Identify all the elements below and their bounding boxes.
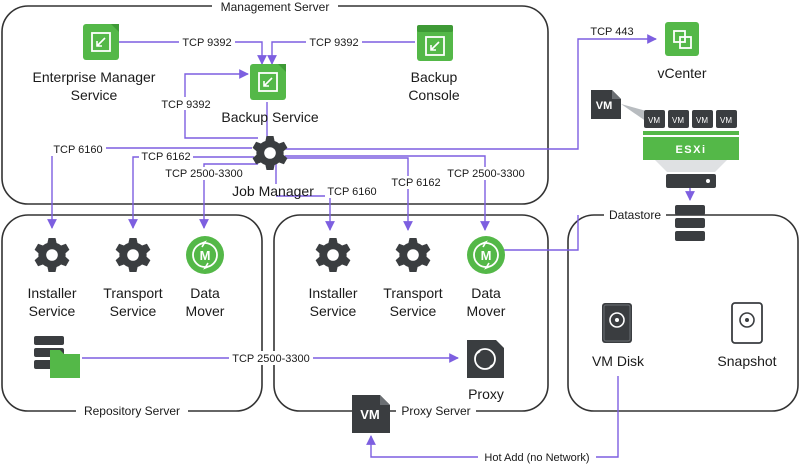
repo-transport-gear-icon bbox=[115, 238, 151, 272]
snapshot-icon bbox=[731, 302, 763, 344]
repo-to-proxy-label: TCP 2500-3300 bbox=[232, 353, 309, 365]
repository-server-title: Repository Server bbox=[84, 404, 180, 418]
repo-mover-port-label: TCP 2500-3300 bbox=[165, 168, 242, 180]
vm-disk-icon bbox=[602, 303, 632, 343]
vcenter-label: vCenter bbox=[657, 65, 706, 81]
enterprise-manager-icon bbox=[82, 23, 120, 61]
proxy-data-mover-icon bbox=[466, 235, 506, 275]
esxi-block bbox=[643, 137, 739, 160]
backup-service-label: Backup Service bbox=[221, 109, 318, 125]
svg-text:VM: VM bbox=[596, 100, 613, 112]
esxi-stripe bbox=[643, 131, 739, 135]
job-manager-gear-icon bbox=[252, 136, 288, 170]
proxy-mover-port-label: TCP 2500-3300 bbox=[447, 168, 524, 180]
proxy-label: Proxy bbox=[468, 386, 504, 402]
proxy-vm-icon: VM bbox=[352, 395, 390, 433]
management-server-title: Management Server bbox=[221, 0, 330, 14]
repo-data-mover-icon bbox=[185, 235, 225, 275]
svg-text:VM: VM bbox=[672, 116, 684, 125]
vm-cluster: VM VM VM VM bbox=[644, 110, 737, 128]
proxy-installer-gear-icon bbox=[315, 238, 351, 272]
svg-text:VM: VM bbox=[360, 407, 380, 422]
repo-data-mover-label-2: Mover bbox=[186, 303, 225, 319]
backup-console-icon bbox=[417, 25, 453, 61]
enterprise-manager-label-2: Service bbox=[71, 87, 118, 103]
esxi-server-rack bbox=[666, 174, 716, 188]
proxy-transport-label-2: Service bbox=[390, 303, 437, 319]
datastore-storage-icon bbox=[675, 205, 705, 241]
em-to-backup-line bbox=[119, 41, 267, 65]
esxi-base bbox=[655, 160, 727, 172]
datastore-title: Datastore bbox=[609, 208, 661, 222]
svg-text:VM: VM bbox=[648, 116, 660, 125]
proxy-transport-gear-icon bbox=[395, 238, 431, 272]
vm-expand-wedge bbox=[621, 104, 650, 124]
svg-text:VM: VM bbox=[720, 116, 732, 125]
vm-icon: VM bbox=[591, 90, 621, 119]
proxy-data-mover-label-2: Mover bbox=[467, 303, 506, 319]
backup-console-label-2: Console bbox=[408, 87, 460, 103]
repo-data-mover-label-1: Data bbox=[190, 285, 220, 301]
proxy-installer-label-2: Service bbox=[310, 303, 357, 319]
backup-console-label-1: Backup bbox=[411, 69, 458, 85]
backup-loop-label: TCP 9392 bbox=[161, 99, 210, 111]
esxi-label: ESXi bbox=[675, 144, 706, 156]
jm-to-repo-transport-line bbox=[128, 156, 254, 229]
repo-transport-label-1: Transport bbox=[103, 285, 163, 301]
jm-to-proxy-transport-line bbox=[285, 157, 413, 231]
console-to-backup-label: TCP 9392 bbox=[309, 37, 358, 49]
proxy-transport-label-1: Transport bbox=[383, 285, 443, 301]
proxy-transport-port-label: TCP 6162 bbox=[391, 177, 440, 189]
em-to-backup-label: TCP 9392 bbox=[182, 37, 231, 49]
job-manager-to-vcenter-line bbox=[285, 34, 657, 150]
repository-storage-icon bbox=[34, 336, 80, 378]
jm-to-repo-mover-line bbox=[199, 163, 258, 229]
hot-add-label: Hot Add (no Network) bbox=[484, 452, 589, 464]
proxy-to-datastore-line bbox=[504, 215, 579, 251]
proxy-server-title: Proxy Server bbox=[401, 404, 470, 418]
to-vcenter-label: TCP 443 bbox=[590, 26, 633, 38]
proxy-data-mover-label-1: Data bbox=[471, 285, 501, 301]
console-to-backup-line bbox=[267, 41, 415, 65]
vm-disk-label: VM Disk bbox=[592, 353, 645, 369]
repo-installer-gear-icon bbox=[34, 238, 70, 272]
proxy-installer-port-label: TCP 6160 bbox=[327, 186, 376, 198]
proxy-icon bbox=[467, 340, 504, 378]
jm-to-proxy-mover-line bbox=[285, 155, 490, 231]
repo-transport-port-label: TCP 6162 bbox=[141, 151, 190, 163]
snapshot-label: Snapshot bbox=[717, 353, 776, 369]
repo-transport-label-2: Service bbox=[110, 303, 157, 319]
vcenter-icon bbox=[665, 22, 699, 56]
repo-installer-label-2: Service bbox=[29, 303, 76, 319]
backup-service-icon bbox=[249, 63, 287, 101]
job-manager-label: Job Manager bbox=[232, 183, 314, 199]
repo-installer-port-label: TCP 6160 bbox=[53, 144, 102, 156]
proxy-installer-label-1: Installer bbox=[308, 285, 357, 301]
repo-installer-label-1: Installer bbox=[27, 285, 76, 301]
svg-text:VM: VM bbox=[696, 116, 708, 125]
enterprise-manager-label-1: Enterprise Manager bbox=[33, 69, 156, 85]
